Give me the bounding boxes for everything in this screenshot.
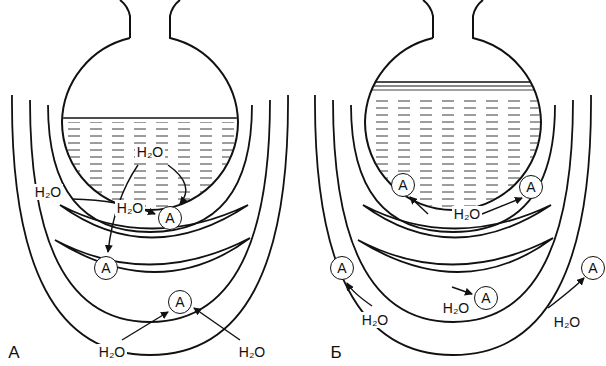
water-label: H₂O: [452, 206, 482, 222]
water-label: H₂O: [360, 312, 390, 328]
molecule-circle: A: [519, 175, 543, 199]
molecule-circle: A: [168, 290, 192, 314]
molecule-letter: A: [481, 291, 490, 305]
molecule-letter: A: [526, 180, 535, 194]
molecule-circle: A: [94, 256, 118, 280]
panel-letter: Б: [328, 343, 343, 362]
molecule-letter: A: [101, 261, 110, 275]
molecule-circle: A: [158, 206, 182, 230]
panel-letter: А: [6, 343, 21, 362]
molecule-letter: A: [175, 295, 184, 309]
molecule-letter: A: [165, 211, 174, 225]
water-label: H₂O: [115, 200, 145, 216]
molecule-letter: A: [588, 261, 597, 275]
molecule-letter: A: [337, 261, 346, 275]
molecule-letter: A: [398, 178, 407, 192]
water-label: H₂O: [33, 184, 63, 200]
molecule-circle: A: [391, 173, 415, 197]
molecule-circle: A: [581, 256, 605, 280]
water-label: H₂O: [552, 314, 582, 330]
water-label: H₂O: [441, 300, 471, 316]
molecule-circle: A: [474, 286, 498, 310]
molecule-circle: A: [330, 256, 354, 280]
water-label: H₂O: [135, 144, 165, 160]
water-label: H₂O: [97, 344, 127, 360]
water-label: H₂O: [237, 344, 267, 360]
